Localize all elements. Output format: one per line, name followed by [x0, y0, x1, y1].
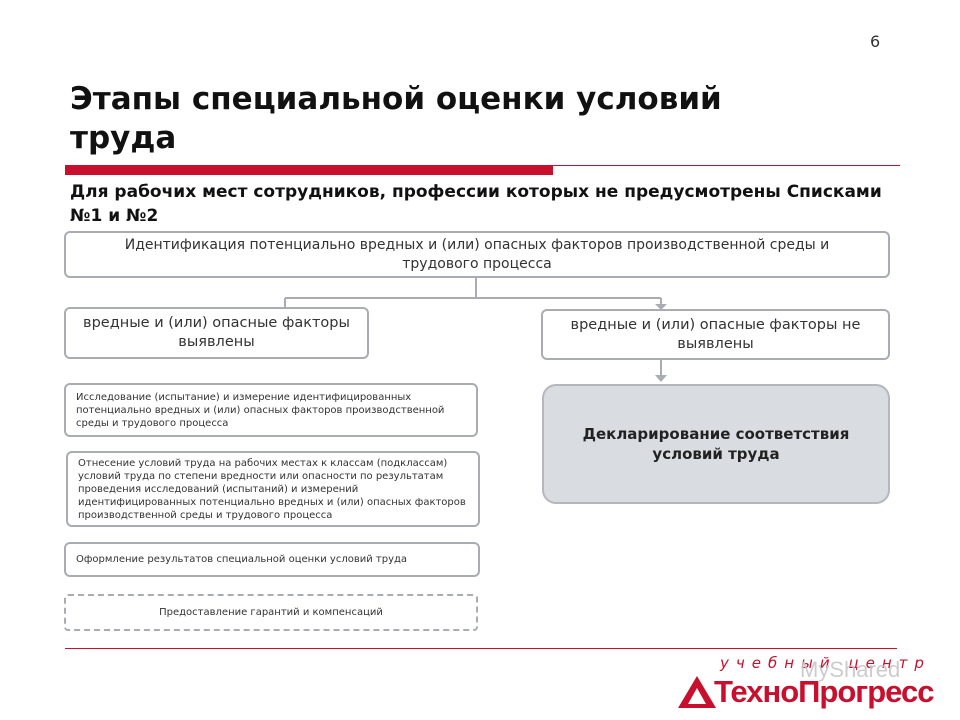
- title-underline-bar: [65, 165, 553, 175]
- watermark: MyShared: [800, 657, 901, 682]
- arrow-to-declaration-icon: [655, 375, 667, 382]
- arrow-to-not-found-icon: [655, 304, 667, 310]
- factors-found-box: вредные и (или) опасные факторы выявлены: [64, 307, 369, 359]
- footer-rule: [65, 648, 897, 649]
- company-logo-icon: [678, 676, 716, 708]
- slide-title: Этапы специальной оценки условий труда: [70, 81, 722, 156]
- logo-tagline: учебный центр: [720, 654, 931, 672]
- step-research-box: Исследование (испытание) и измерение иде…: [64, 383, 478, 437]
- slide-subtitle: Для рабочих мест сотрудников, профессии …: [70, 182, 882, 226]
- identification-box: Идентификация потенциально вредных и (ил…: [64, 231, 890, 278]
- declaration-box: Декларирование соответствия условий труд…: [542, 384, 890, 504]
- step-registration-box: Оформление результатов специальной оценк…: [64, 542, 480, 577]
- company-logo-text: ТехноПрогресс: [714, 674, 934, 709]
- title-underline-thin: [553, 165, 900, 166]
- factors-not-found-box: вредные и (или) опасные факторы не выявл…: [541, 309, 890, 360]
- step-classification-box: Отнесение условий труда на рабочих места…: [66, 451, 480, 527]
- page-number: 6: [870, 32, 881, 51]
- step-guarantees-box: Предоставление гарантий и компенсаций: [64, 594, 478, 631]
